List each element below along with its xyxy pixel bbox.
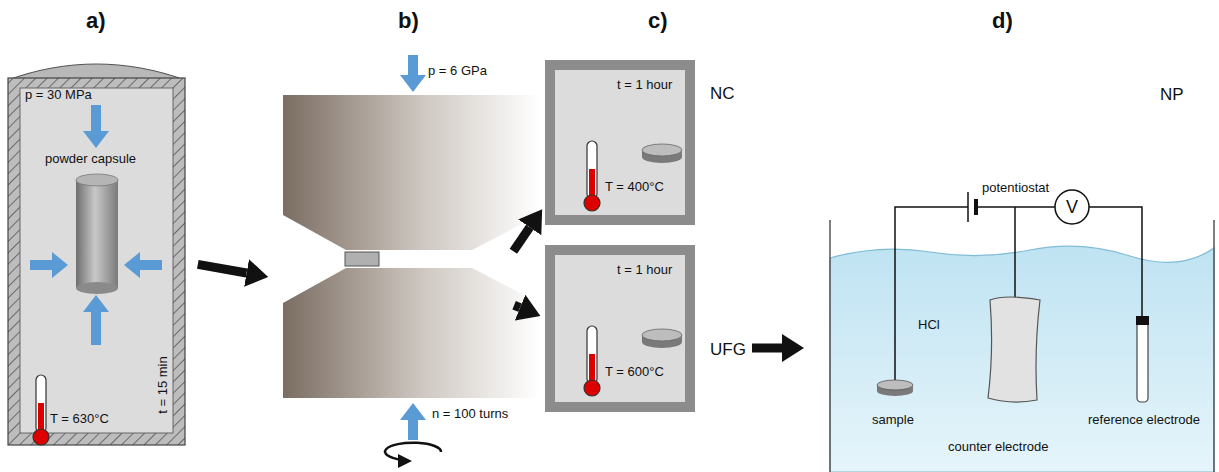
meter-symbol: V: [1064, 198, 1080, 216]
panel-letter: b): [398, 8, 419, 34]
part-label: counter electrode: [948, 440, 1048, 455]
capsule-bottom: [76, 282, 118, 294]
cell-wall: [829, 220, 831, 472]
upper-anvil: [283, 95, 539, 250]
hpt-anvils: p = 6 GPan = 100 turns: [282, 95, 512, 426]
sample-disk: [642, 329, 682, 348]
temperature-label: T = 600°C: [605, 365, 664, 380]
counter-electrode: [988, 297, 1040, 402]
furnace-chamber: [555, 255, 685, 402]
battery-symbol: [974, 199, 978, 215]
turns-label: n = 100 turns: [432, 407, 508, 422]
pressure-arrows: [400, 55, 426, 440]
rotation-arrowhead: [398, 454, 412, 468]
thermometer: [33, 375, 49, 445]
pressure-label: p = 6 GPa: [428, 64, 487, 79]
press-wall: [8, 78, 185, 445]
furnace-wall: [545, 60, 695, 225]
thermometer: [584, 326, 600, 396]
hpt-sample: [345, 252, 379, 266]
panel-letter: d): [992, 8, 1013, 34]
electrolyte-label: HCl: [918, 318, 940, 333]
time-label: t = 1 hour: [617, 78, 672, 93]
process-arrow: [198, 264, 247, 273]
part-label: powder capsule: [45, 152, 136, 167]
hcl-bath: [830, 246, 1214, 472]
hip-press: p = 30 MPa powder capsule T = 630°C t = 15 …: [8, 60, 185, 445]
annealing-furnace: UFG t = 1 hour T = 600°C: [545, 245, 750, 412]
electrode-cap: [1136, 316, 1149, 325]
panel-letter: a): [86, 8, 106, 34]
powder-capsule: [76, 180, 118, 288]
time-label: t = 1 hour: [617, 263, 672, 278]
process-arrow: [752, 344, 782, 353]
pressure-label: p = 30 MPa: [25, 88, 92, 103]
annealing-furnace: NC t = 1 hour T = 400°C: [545, 60, 745, 225]
part-label: potentiostat: [982, 181, 1049, 196]
voltmeter: [1055, 190, 1089, 224]
dealloying-cell: NPpotentiostatVHClsamplecounter electrod…: [830, 165, 1215, 465]
furnace-chamber: [555, 70, 685, 215]
temperature-label: T = 630°C: [50, 412, 109, 427]
thermometer: [584, 141, 600, 211]
part-label: sample: [872, 413, 914, 428]
process-arrow: [513, 227, 529, 251]
state-label: NC: [710, 84, 735, 104]
sample-disk: [642, 144, 682, 163]
reference-electrode: [1137, 322, 1148, 402]
process-arrow: [514, 305, 520, 307]
temperature-label: T = 400°C: [605, 180, 664, 195]
lower-anvil: [283, 268, 539, 398]
time-label: t = 15 min: [156, 356, 171, 413]
part-label: reference electrode: [1088, 413, 1200, 428]
rotation-arrow: [385, 443, 441, 460]
state-label: NP: [1160, 85, 1184, 105]
state-label: UFG: [710, 340, 746, 360]
sample-electrode: [877, 380, 913, 396]
pressure-arrows: [30, 105, 162, 345]
battery-symbol: [967, 192, 969, 222]
panel-letter: c): [648, 8, 668, 34]
capsule-top: [76, 174, 118, 186]
cell-wall: [1213, 220, 1215, 472]
furnace-wall: [545, 245, 695, 412]
